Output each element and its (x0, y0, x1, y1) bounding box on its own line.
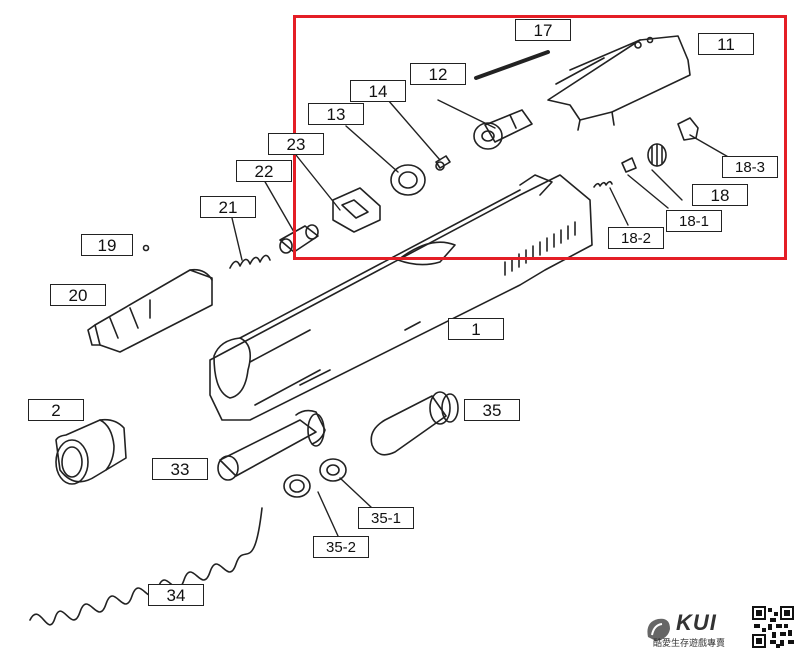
label-20: 20 (50, 284, 106, 306)
part-19-screw (142, 244, 150, 252)
part-21-spring (229, 254, 271, 269)
part-18-knob (647, 143, 667, 167)
label-18-2: 18-2 (608, 227, 664, 249)
part-2-bushing (55, 418, 127, 485)
label-35: 35 (464, 399, 520, 421)
label-21: 21 (200, 196, 256, 218)
label-35-2: 35-2 (313, 536, 369, 558)
label-12: 12 (410, 63, 466, 85)
label-1: 1 (448, 318, 504, 340)
kui-logo-icon (647, 618, 670, 641)
part-20-nozzle-housing (87, 268, 213, 353)
label-18: 18 (692, 184, 748, 206)
label-17: 17 (515, 19, 571, 41)
part-33-guide-rod (217, 409, 326, 481)
part-35-plug (370, 391, 459, 456)
label-23: 23 (268, 133, 324, 155)
label-35-1: 35-1 (358, 507, 414, 529)
part-11-housing (547, 35, 691, 131)
part-34-spring (29, 507, 263, 626)
part-13-ring (390, 164, 426, 196)
label-18-3: 18-3 (722, 156, 778, 178)
part-35-1-washer (319, 458, 347, 482)
part-22-valve (279, 224, 319, 254)
label-14: 14 (350, 80, 406, 102)
part-18-1-pin (621, 157, 637, 173)
label-11: 11 (698, 33, 754, 55)
part-1-slide (209, 174, 593, 421)
brand-tagline: 酷愛生存遊戲專賣 (653, 638, 726, 648)
part-17-rod (474, 50, 550, 80)
label-18-1: 18-1 (666, 210, 722, 232)
label-34: 34 (148, 584, 204, 606)
label-22: 22 (236, 160, 292, 182)
leader-lines (231, 99, 731, 537)
brand-name: KUI (676, 610, 717, 635)
part-12-nozzle (473, 109, 533, 150)
part-18-3-cap (677, 117, 699, 141)
part-35-2-washer (283, 474, 311, 498)
label-2: 2 (28, 399, 84, 421)
qr-code-icon (752, 606, 794, 648)
part-14-screw (435, 155, 451, 171)
label-33: 33 (152, 458, 208, 480)
part-18-2-spring (593, 180, 613, 188)
label-19: 19 (81, 234, 133, 256)
part-23-block (332, 187, 381, 233)
label-13: 13 (308, 103, 364, 125)
